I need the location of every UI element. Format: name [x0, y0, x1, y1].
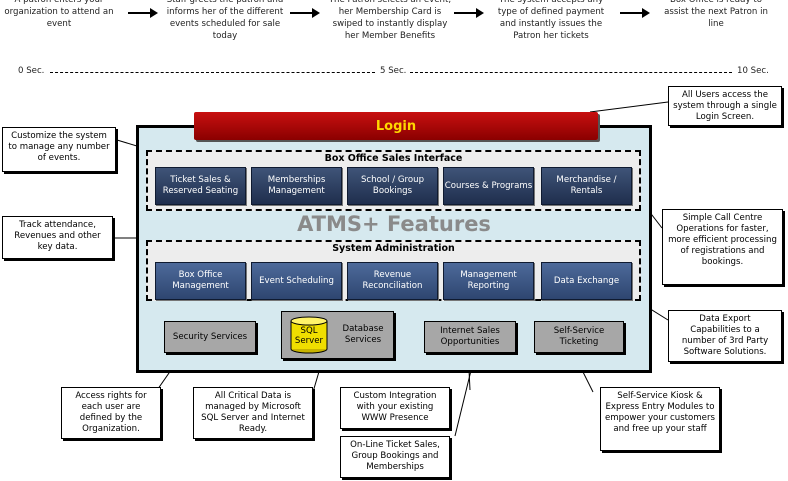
- database-services-label: Database Services: [342, 324, 384, 345]
- login-button[interactable]: Login: [194, 112, 598, 140]
- critical-data-callout: All Critical Data is managed by Microsof…: [193, 387, 313, 439]
- ticket-sales-button[interactable]: Ticket Sales & Reserved Seating: [155, 167, 246, 205]
- school-group-bookings-button[interactable]: School / Group Bookings: [347, 167, 438, 205]
- sales-interface-title: Box Office Sales Interface: [324, 153, 463, 164]
- online-tickets-callout: On-Line Ticket Sales, Group Bookings and…: [340, 436, 450, 478]
- system-admin-title: System Administration: [332, 243, 455, 254]
- call-centre-callout: Simple Call Centre Operations for faster…: [662, 209, 783, 285]
- access-rights-callout: Access rights for each user are defined …: [61, 387, 161, 439]
- courses-programs-button[interactable]: Courses & Programs: [443, 167, 534, 205]
- step-5: Box Office is ready to assist the next P…: [664, 0, 768, 29]
- arrow-1: [128, 8, 158, 18]
- management-reporting-button[interactable]: Management Reporting: [443, 262, 534, 300]
- self-service-ticketing[interactable]: Self-Service Ticketing: [534, 321, 624, 353]
- all-users-callout: All Users access the system through a si…: [668, 86, 782, 126]
- timeline-start-label: 0 Sec.: [18, 66, 45, 76]
- track-callout: Track attendance, Revenues and other key…: [2, 216, 113, 259]
- timeline-line-right: [410, 72, 732, 73]
- box-office-management-button[interactable]: Box Office Management: [155, 262, 246, 300]
- event-scheduling-button[interactable]: Event Scheduling: [251, 262, 342, 300]
- step-4: The system accepts any type of defined p…: [497, 0, 605, 41]
- memberships-button[interactable]: Memberships Management: [251, 167, 342, 205]
- timeline-line-left: [50, 72, 375, 73]
- customize-callout: Customize the system to manage any numbe…: [2, 127, 116, 172]
- sql-server-label: SQL Server: [294, 326, 324, 346]
- data-exchange-button[interactable]: Data Exchange: [541, 262, 632, 300]
- step-2: Staff greets the patron and informs her …: [166, 0, 284, 41]
- security-services[interactable]: Security Services: [164, 321, 256, 353]
- timeline-end-label: 10 Sec.: [737, 66, 769, 76]
- features-title: ATMS+ Features: [297, 212, 491, 236]
- kiosk-callout: Self-Service Kiosk & Express Entry Modul…: [600, 387, 720, 451]
- custom-integration-callout: Custom Integration with your existing WW…: [340, 387, 450, 429]
- arrow-4: [620, 8, 650, 18]
- step-1: A patron enters your organization to att…: [4, 0, 114, 29]
- revenue-reconciliation-button[interactable]: Revenue Reconciliation: [347, 262, 438, 300]
- data-export-callout: Data Export Capabilities to a number of …: [668, 310, 782, 362]
- timeline-mid-label: 5 Sec.: [380, 66, 407, 76]
- step-3: The Patron selects an event; her Members…: [328, 0, 452, 41]
- merchandise-rentals-button[interactable]: Merchandise / Rentals: [541, 167, 632, 205]
- arrow-3: [454, 8, 484, 18]
- internet-sales-opportunities[interactable]: Internet Sales Opportunities: [424, 321, 516, 353]
- sql-server-icon: [289, 316, 329, 354]
- arrow-2: [290, 8, 320, 18]
